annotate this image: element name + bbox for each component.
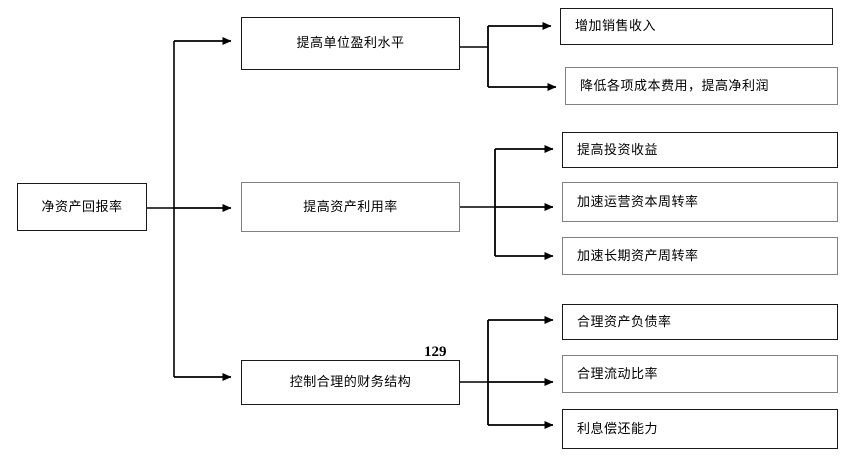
node-leaf-b2-1[interactable]: 提高投资收益 <box>562 132 838 168</box>
node-leaf-b1-2[interactable]: 降低各项成本费用，提高净利润 <box>565 67 838 105</box>
node-level2-1[interactable]: 提高单位盈利水平 <box>241 17 460 70</box>
connector-branch-1 <box>460 22 557 91</box>
node-leaf-b2-1-label: 提高投资收益 <box>577 142 659 158</box>
connector-branch-2 <box>460 145 554 260</box>
node-root-label: 净资产回报率 <box>41 199 123 215</box>
node-leaf-b1-2-label: 降低各项成本费用，提高净利润 <box>580 78 770 94</box>
node-leaf-b2-3-label: 加速长期资产周转率 <box>577 248 699 264</box>
node-level2-2-label: 提高资产利用率 <box>303 199 398 215</box>
node-leaf-b3-1-label: 合理资产负债率 <box>577 314 672 330</box>
node-level2-3-label: 控制合理的财务结构 <box>289 375 412 390</box>
node-level2-3[interactable]: 控制合理的财务结构 <box>241 360 460 405</box>
node-leaf-b1-1-label: 增加销售收入 <box>575 19 657 34</box>
node-leaf-b3-3-label: 利息偿还能力 <box>577 421 659 437</box>
node-leaf-b3-2-label: 合理流动比率 <box>577 366 659 382</box>
node-leaf-b2-2[interactable]: 加速运营资本周转率 <box>562 182 838 222</box>
node-leaf-b3-3[interactable]: 利息偿还能力 <box>562 409 838 449</box>
node-leaf-b3-1[interactable]: 合理资产负债率 <box>562 304 838 340</box>
node-leaf-b1-1[interactable]: 增加销售收入 <box>560 8 833 45</box>
node-leaf-b2-3[interactable]: 加速长期资产周转率 <box>562 237 838 275</box>
page-number: 129 <box>424 344 447 360</box>
node-leaf-b3-2[interactable]: 合理流动比率 <box>562 355 838 393</box>
connector-branch-3 <box>460 316 554 429</box>
node-level2-1-label: 提高单位盈利水平 <box>296 36 405 51</box>
node-root[interactable]: 净资产回报率 <box>17 183 147 231</box>
node-level2-2[interactable]: 提高资产利用率 <box>241 182 460 232</box>
node-leaf-b2-2-label: 加速运营资本周转率 <box>577 194 699 210</box>
